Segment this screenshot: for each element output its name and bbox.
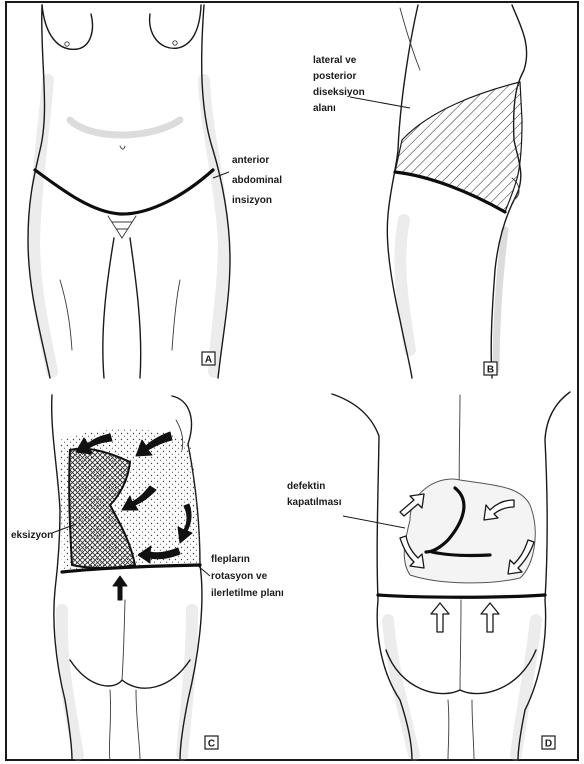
annotation-line: alanı	[313, 103, 336, 114]
annotation-line: posterior	[313, 71, 356, 82]
annotation-line: abdominal	[232, 175, 282, 186]
panel-label-d: D	[545, 739, 552, 750]
annotation-line: lateral ve	[313, 55, 357, 66]
annotation-line: insizyon	[232, 195, 272, 206]
annotation-line: kapatılması	[287, 497, 342, 508]
excision-label: eksizyon	[11, 530, 53, 541]
panel-label-a: A	[205, 355, 212, 366]
panel-label-b: B	[487, 365, 494, 376]
annotation-line: anterior	[232, 155, 269, 166]
annotation-line: defektin	[287, 481, 325, 492]
annotation-line: rotasyon ve	[211, 571, 268, 582]
annotation-line: flepların	[211, 554, 250, 565]
panel-label-c: C	[208, 739, 215, 750]
annotation-line: diseksiyon	[313, 87, 365, 98]
annotation-line: ilerletilme planı	[211, 588, 284, 599]
